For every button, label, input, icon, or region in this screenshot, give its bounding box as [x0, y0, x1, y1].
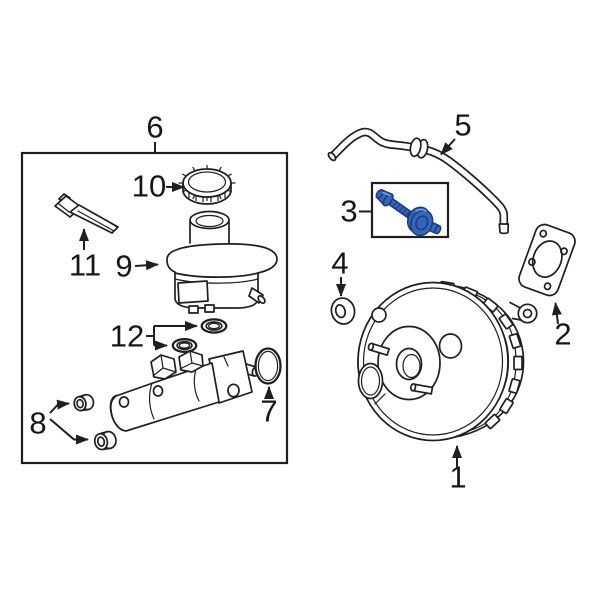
callout-arrows	[49, 138, 562, 467]
master-cylinder-drawing	[109, 350, 260, 432]
callout-label-3: 3	[340, 193, 358, 229]
brake-booster-drawing	[357, 280, 538, 442]
o-ring-drawing	[254, 347, 282, 385]
callout-label-4: 4	[331, 245, 349, 281]
callout-label-6: 6	[146, 109, 164, 145]
callout-label-7: 7	[260, 393, 278, 429]
grommet-drawing	[330, 297, 356, 325]
callout-label-2: 2	[554, 316, 572, 352]
reservoir-cap-drawing	[178, 164, 236, 205]
callout-label-5: 5	[454, 107, 472, 143]
callout-label-9: 9	[115, 248, 133, 284]
callout-label-12: 12	[109, 318, 145, 354]
booster-stud	[367, 342, 390, 356]
callout-label-1: 1	[449, 459, 467, 495]
sealing-washers-drawing	[171, 318, 228, 353]
gasket-drawing	[518, 223, 576, 297]
blue-bolt	[375, 189, 414, 220]
fluid-level-sensor-drawing	[54, 193, 119, 234]
booster-stud	[409, 383, 434, 395]
bushings-drawing	[73, 393, 117, 451]
callout-label-11: 11	[68, 247, 102, 283]
callout-label-8: 8	[29, 405, 47, 441]
callout-label-10: 10	[131, 168, 167, 204]
vacuum-hose-drawing	[327, 127, 510, 235]
hose-clamp	[409, 137, 429, 159]
blue-check-valve	[406, 206, 442, 237]
kit-box-6	[20, 142, 289, 465]
fluid-reservoir-drawing	[166, 210, 278, 314]
hardware-kit-box-3	[370, 181, 450, 239]
